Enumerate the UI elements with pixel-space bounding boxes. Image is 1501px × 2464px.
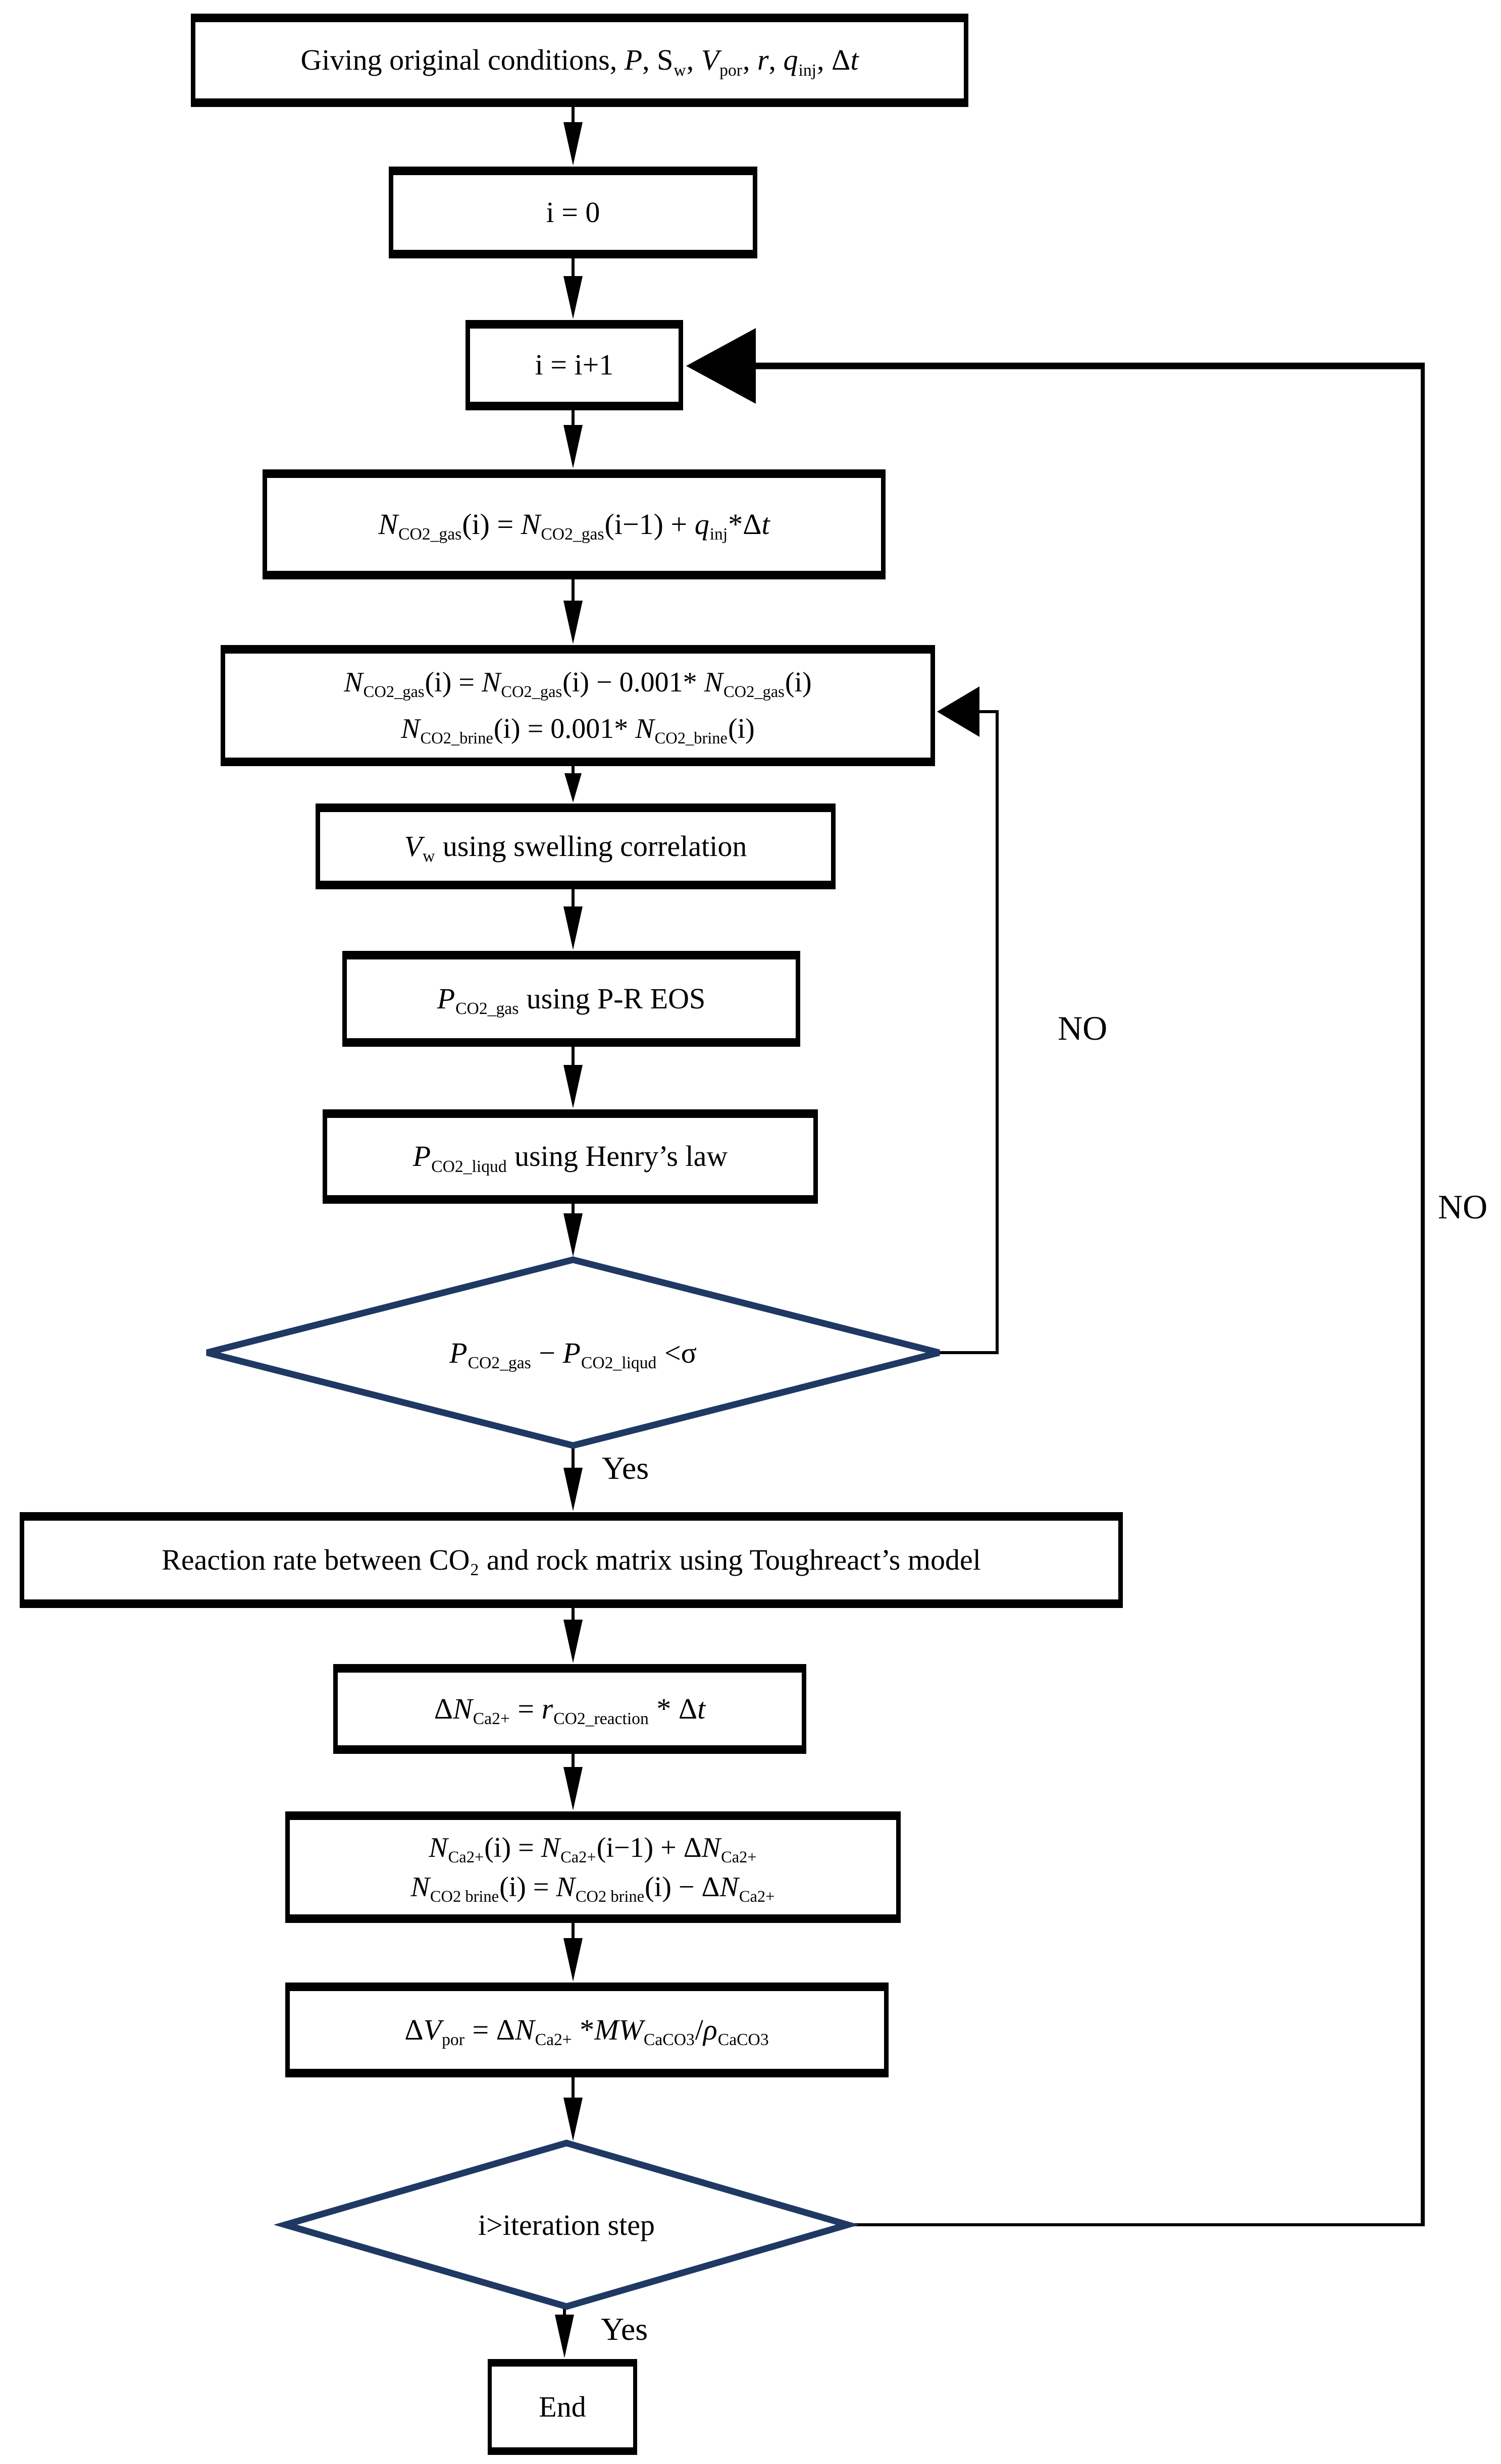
node-pr-eos-text: PCO2_gas using P-R EOS xyxy=(437,982,706,1019)
arrowhead-into-cabalance xyxy=(563,1767,583,1810)
arrowhead-into-izero xyxy=(563,122,583,166)
arrowhead-into-porevol xyxy=(563,1938,583,1981)
node-increment-i: i = i+1 xyxy=(465,320,683,410)
arrowhead-into-preos xyxy=(563,906,583,950)
arrowhead-into-inc xyxy=(563,276,583,319)
node-set-i-zero: i = 0 xyxy=(389,167,757,258)
outer-loop-connectors xyxy=(747,362,1425,2226)
node-swelling-correlation-text: Vw using swelling correlation xyxy=(404,829,747,866)
arrowhead-into-decision1 xyxy=(563,1213,583,1257)
edge-label-yes-2: Yes xyxy=(601,2311,648,2347)
arrowhead-into-deltaca xyxy=(563,1620,583,1663)
node-pore-volume-text: ΔVpor = ΔNCa2+ *MWCaCO3/ρCaCO3 xyxy=(404,2013,769,2050)
node-end: End xyxy=(488,2359,637,2455)
edge-label-no-1: NO xyxy=(1058,1009,1108,1047)
node-set-i-zero-text: i = 0 xyxy=(546,195,600,229)
node-mass-transfer: NCO2_gas(i) = NCO2_gas(i) − 0.001* NCO2_… xyxy=(221,645,935,766)
arrowhead-into-henry xyxy=(563,1065,583,1108)
node-reaction-rate: Reaction rate between CO2 and rock matri… xyxy=(20,1512,1123,1608)
node-henrys-law-text: PCO2_liqud using Henry’s law xyxy=(412,1140,728,1176)
arrowhead-into-transfer xyxy=(563,601,583,644)
node-end-text: End xyxy=(539,2390,586,2423)
decision-iteration-step-text: i>iteration step xyxy=(478,2208,655,2241)
node-ca-balance-line2: NCO2 brine(i) = NCO2 brine(i) − ΔNCa2+ xyxy=(410,1871,775,1906)
node-increment-i-text: i = i+1 xyxy=(535,348,614,382)
arrowhead-outer-loop xyxy=(686,328,756,404)
arrowheads xyxy=(555,122,979,2358)
decision-diamond-iteration xyxy=(273,2139,860,2310)
node-reaction-rate-text: Reaction rate between CO2 and rock matri… xyxy=(162,1543,981,1580)
arrowhead-into-reaction xyxy=(563,1468,583,1511)
inner-loop-connectors xyxy=(938,710,999,1354)
node-mass-transfer-line1: NCO2_gas(i) = NCO2_gas(i) − 0.001* NCO2_… xyxy=(344,667,812,702)
node-delta-ca: ΔNCa2+ = rCO2_reaction * Δt xyxy=(333,1664,806,1754)
node-start: Giving original conditions, P, Sw, Vpor,… xyxy=(191,14,968,107)
edge-label-no-2: NO xyxy=(1438,1188,1488,1226)
node-co2-gas-balance: NCO2_gas(i) = NCO2_gas(i−1) + qinj*Δt xyxy=(263,469,886,579)
node-ca-balance-line1: NCa2+(i) = NCa2+(i−1) + ΔNCa2+ xyxy=(429,1832,757,1866)
arrowhead-into-end xyxy=(555,2315,574,2358)
edge-label-yes-1: Yes xyxy=(602,1450,649,1486)
node-pore-volume: ΔVpor = ΔNCa2+ *MWCaCO3/ρCaCO3 xyxy=(285,1983,889,2077)
arrowhead-into-swelling xyxy=(564,773,582,802)
decision-iteration-step: i>iteration step xyxy=(285,2184,848,2265)
decision-diamond-pressure xyxy=(206,1256,940,1449)
node-delta-ca-text: ΔNCa2+ = rCO2_reaction * Δt xyxy=(434,1692,706,1729)
spine-connectors xyxy=(563,106,575,2315)
node-swelling-correlation: Vw using swelling correlation xyxy=(316,804,836,889)
node-start-text: Giving original conditions, P, Sw, Vpor,… xyxy=(300,43,859,80)
node-co2-gas-balance-text: NCO2_gas(i) = NCO2_gas(i−1) + qinj*Δt xyxy=(378,507,770,544)
node-ca-balance: NCa2+(i) = NCa2+(i−1) + ΔNCa2+ NCO2 brin… xyxy=(285,1811,901,1923)
arrowhead-into-decision2 xyxy=(563,2098,583,2141)
node-pr-eos: PCO2_gas using P-R EOS xyxy=(342,951,800,1047)
node-henrys-law: PCO2_liqud using Henry’s law xyxy=(323,1109,818,1204)
arrowhead-inner-loop xyxy=(937,686,979,737)
decision-pressure-equilibrium: PCO2_gas − PCO2_liqud <σ xyxy=(207,1310,939,1395)
arrowhead-into-gasbalance xyxy=(563,425,583,468)
node-mass-transfer-line2: NCO2_brine(i) = 0.001* NCO2_brine(i) xyxy=(401,713,755,748)
decision-pressure-equilibrium-text: PCO2_gas − PCO2_liqud <σ xyxy=(449,1336,697,1372)
